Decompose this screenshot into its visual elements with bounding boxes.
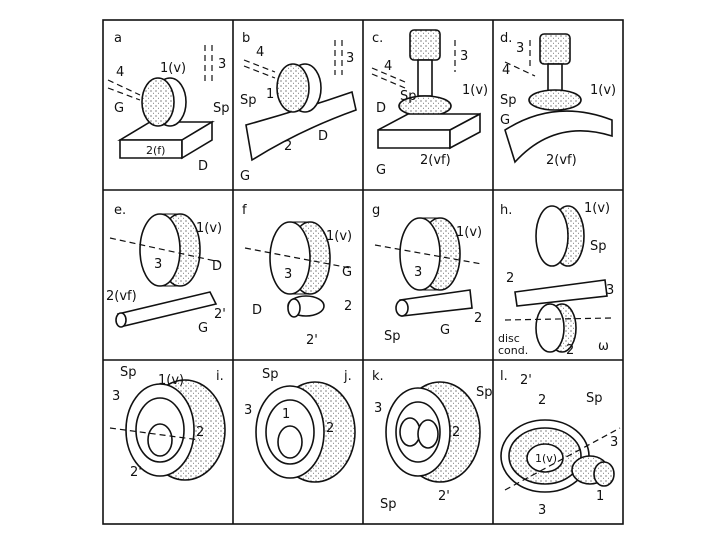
label-f-D: D (252, 303, 262, 318)
panel-letter-a: a (114, 31, 122, 46)
panel-k: k. 3 Sp 2 Sp 2' (372, 369, 493, 512)
label-l-Sp: Sp (586, 391, 603, 406)
panel-letter-j: j. (343, 369, 352, 384)
label-h-2b: 2 (566, 343, 574, 358)
label-h-1v: 1(v) (584, 201, 610, 216)
label-f-2: 2 (344, 299, 352, 314)
panel-letter-i: i. (216, 369, 224, 384)
label-f-G: G (342, 265, 352, 280)
label-k-2: 2 (452, 425, 460, 440)
label-f-3: 3 (284, 267, 292, 282)
label-b-3: 3 (346, 51, 354, 66)
label-h-cond: cond. (498, 344, 528, 357)
label-a-G: G (114, 101, 124, 116)
label-e-3: 3 (154, 257, 162, 272)
label-f-1v: 1(v) (326, 229, 352, 244)
label-f-2p: 2' (306, 333, 318, 348)
label-a-4: 4 (116, 65, 124, 80)
label-j-2: 2 (326, 421, 334, 436)
label-b-1: 1 (266, 87, 274, 102)
panel-i: i. Sp 1(v) 3 2 2' (109, 365, 226, 481)
label-e-1v: 1(v) (196, 221, 222, 236)
label-a-Sp: Sp (213, 101, 230, 116)
label-d-2vf: 2(vf) (546, 153, 577, 168)
panel-letter-h: h. (500, 203, 512, 218)
label-g-2: 2 (474, 311, 482, 326)
label-b-4: 4 (256, 45, 264, 60)
panel-letter-l: l. (500, 369, 508, 384)
panel-letter-g: g (372, 203, 380, 218)
label-c-D: D (376, 101, 386, 116)
label-c-1v: 1(v) (462, 83, 488, 98)
label-l-3: 3 (610, 435, 618, 450)
label-b-G: G (240, 169, 250, 184)
label-e-D: D (212, 259, 222, 274)
label-d-3: 3 (516, 41, 524, 56)
panel-letter-k: k. (372, 369, 384, 384)
label-h-omega: ω (598, 339, 609, 354)
label-i-Sp: Sp (120, 365, 137, 380)
label-g-3: 3 (414, 265, 422, 280)
label-c-3: 3 (460, 49, 468, 64)
label-d-G: G (500, 113, 510, 128)
label-b-D: D (318, 129, 328, 144)
panel-j: j. Sp 3 1 2 (244, 367, 356, 483)
label-a-1v: 1(v) (160, 61, 186, 76)
label-g-Sp: Sp (384, 329, 401, 344)
label-d-1v: 1(v) (590, 83, 616, 98)
label-l-2: 2 (538, 393, 546, 408)
label-g-1v: 1(v) (456, 225, 482, 240)
panel-letter-e: e. (114, 203, 126, 218)
label-i-3: 3 (112, 389, 120, 404)
label-c-2vf: 2(vf) (420, 153, 451, 168)
label-k-Sp: Sp (380, 497, 397, 512)
label-c-Sp: Sp (400, 89, 417, 104)
label-k-2p: 2' (438, 489, 450, 504)
label-i-2: 2 (196, 425, 204, 440)
label-g-G: G (440, 323, 450, 338)
label-d-Sp: Sp (500, 93, 517, 108)
panel-g: g 1(v) 3 Sp G 2 (372, 203, 482, 344)
label-e-2vf: 2(vf) (106, 289, 137, 304)
panel-letter-f: f (242, 203, 247, 218)
label-k-3: 3 (374, 401, 382, 416)
panel-letter-b: b (242, 31, 250, 46)
panel-l: l. 2' 2 Sp 1(v) 3 1 3 (500, 369, 621, 518)
panel-b: b 3 4 Sp 1 D 2 G (240, 31, 357, 184)
label-b-Sp: Sp (240, 93, 257, 108)
label-l-1: 1 (596, 489, 604, 504)
label-h-Sp: Sp (590, 239, 607, 254)
panel-f: f 1(v) 3 G D 2 2' (242, 203, 352, 348)
label-h-3: 3 (606, 283, 614, 298)
label-j-3: 3 (244, 403, 252, 418)
panel-a: a 1(v) 3 4 G Sp D 2(f) (107, 31, 230, 174)
label-i-2p: 2' (130, 465, 142, 480)
label-a-2f: 2(f) (146, 144, 165, 157)
panel-c: c. 3 4 Sp 1(v) D 2(vf) G (371, 29, 488, 178)
panel-e: e. 1(v) 3 D 2(vf) 2' G (106, 203, 226, 336)
panel-grid (102, 19, 624, 525)
panel-letter-d: d. (500, 31, 512, 46)
label-a-3: 3 (218, 57, 226, 72)
label-i-1v: 1(v) (158, 373, 184, 388)
label-j-Sp: Sp (262, 367, 279, 382)
label-d-4: 4 (502, 63, 510, 78)
label-h-2: 2 (506, 271, 514, 286)
label-l-2p: 2' (520, 373, 532, 388)
panel-letter-c: c. (372, 31, 383, 46)
label-c-G: G (376, 163, 386, 178)
label-e-G: G (198, 321, 208, 336)
label-c-4: 4 (384, 59, 392, 74)
label-l-3b: 3 (538, 503, 546, 518)
label-l-1v: 1(v) (535, 452, 557, 465)
label-k-Sp-top: Sp (476, 385, 493, 400)
label-j-1: 1 (282, 407, 290, 422)
panel-d: d. 3 4 Sp 1(v) G 2(vf) (500, 31, 616, 168)
label-b-2: 2 (284, 139, 292, 154)
label-e-2p: 2' (214, 307, 226, 322)
label-a-D: D (198, 159, 208, 174)
label-h-disc: disc (498, 332, 520, 345)
panel-h: h. 1(v) Sp 2 3 disc cond. 2 ω (498, 201, 614, 358)
